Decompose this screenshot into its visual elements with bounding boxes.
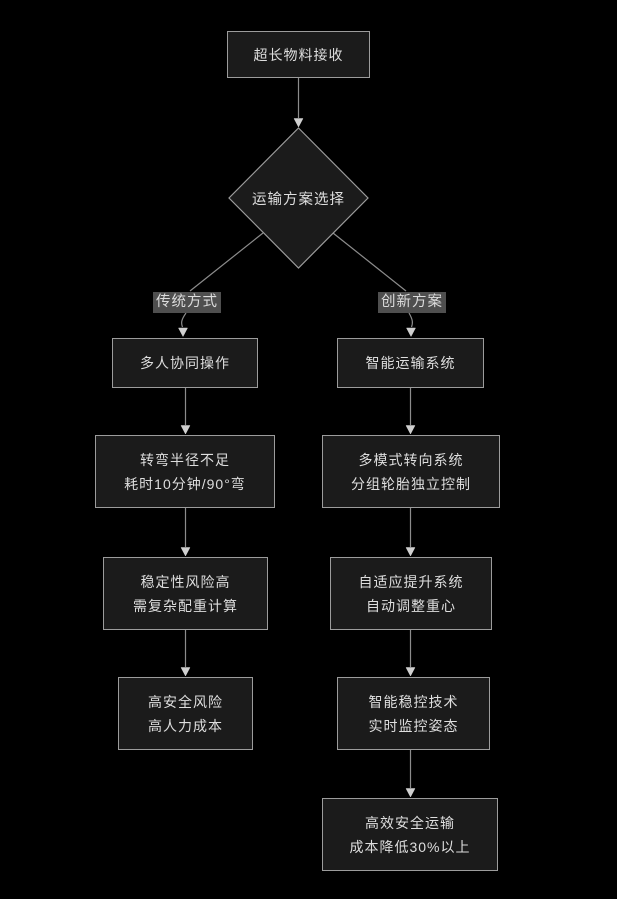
node-left-step3-line1: 稳定性风险高 — [140, 573, 231, 590]
node-decision-label: 运输方案选择 — [252, 191, 345, 208]
node-right-step3-line2: 自动调整重心 — [366, 597, 456, 614]
node-left-step2-line1: 转弯半径不足 — [140, 451, 230, 468]
arrowhead-right-step2 — [405, 425, 416, 435]
node-right-step4-line2: 实时监控姿态 — [368, 717, 459, 734]
node-start: 超长物料接收 — [227, 31, 370, 78]
arrowhead-left-step1 — [178, 327, 188, 338]
node-left-step2: 转弯半径不足 耗时10分钟/90°弯 — [95, 435, 275, 508]
node-right-step4: 智能稳控技术 实时监控姿态 — [337, 677, 490, 750]
edge-decision-to-innovative — [332, 232, 407, 292]
node-right-step1-line1: 智能运输系统 — [365, 355, 456, 371]
node-left-step4-line1: 高安全风险 — [148, 693, 223, 710]
arrowhead-right-step5 — [405, 788, 416, 798]
node-left-step3: 稳定性风险高 需复杂配重计算 — [103, 557, 268, 630]
edge-label-traditional-text: 传统方式 — [156, 294, 218, 310]
node-start-label: 超长物料接收 — [253, 46, 344, 63]
node-left-step3-line2: 需复杂配重计算 — [133, 597, 238, 614]
node-right-step5: 高效安全运输 成本降低30%以上 — [322, 798, 498, 871]
arrowhead-left-step3 — [180, 547, 191, 557]
arrowhead-left-step4 — [180, 667, 191, 677]
edge-innovative-to-right1 — [408, 312, 414, 328]
node-right-step4-line1: 智能稳控技术 — [368, 693, 459, 710]
arrowhead-decision — [293, 118, 304, 128]
arrowhead-right-step1 — [406, 327, 416, 338]
arrowhead-right-step4 — [405, 667, 416, 677]
edge-label-innovative-text: 创新方案 — [381, 294, 443, 310]
node-right-step5-line1: 高效安全运输 — [365, 814, 455, 831]
node-left-step2-line2: 耗时10分钟/90°弯 — [124, 475, 246, 492]
node-left-step1: 多人协同操作 — [112, 338, 258, 388]
node-right-step2-line2: 分组轮胎独立控制 — [351, 475, 471, 492]
edge-traditional-to-left1 — [181, 312, 187, 328]
arrowhead-left-step2 — [180, 425, 191, 435]
node-right-step3-line1: 自适应提升系统 — [358, 573, 464, 590]
node-decision: 运输方案选择 — [228, 186, 369, 210]
node-right-step3: 自适应提升系统 自动调整重心 — [330, 557, 492, 630]
node-right-step5-line2: 成本降低30%以上 — [349, 838, 471, 855]
node-right-step2: 多模式转向系统 分组轮胎独立控制 — [322, 435, 500, 508]
arrowhead-right-step3 — [405, 547, 416, 557]
decision-diamond-shape — [228, 127, 369, 269]
node-left-step4-line2: 高人力成本 — [148, 717, 223, 734]
edge-label-innovative: 创新方案 — [378, 292, 446, 313]
node-right-step1: 智能运输系统 — [337, 338, 484, 388]
edge-label-traditional: 传统方式 — [153, 292, 221, 313]
node-left-step4: 高安全风险 高人力成本 — [118, 677, 253, 750]
edge-decision-to-traditional — [189, 232, 264, 292]
node-left-step1-line1: 多人协同操作 — [140, 355, 230, 371]
node-right-step2-line1: 多模式转向系统 — [358, 451, 464, 468]
